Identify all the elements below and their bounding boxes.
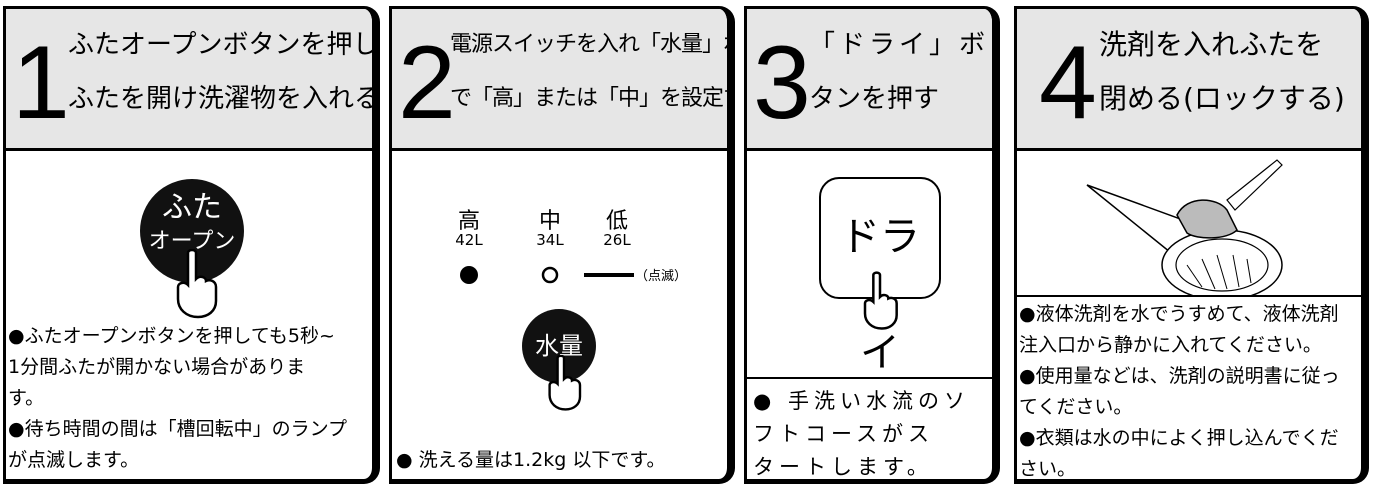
pouring-detergent-illustration [1086,159,1283,295]
step-title-line1: 洗剤を入れふたを [1099,28,1324,61]
step-number: 4 [1039,25,1097,141]
level-lamps [460,266,634,284]
step-1-notes: ●ふたオープンボタンを押しても5秒~ 1分間ふたが開かない場合がありま す。 ●… [8,325,348,471]
pointing-hand-icon [548,355,582,411]
level-low-volume: 26L [603,231,631,249]
step-4-header: 4 洗剤を入れふたを 閉める(ロックする) [1017,9,1361,151]
pointing-hand-icon [176,249,218,319]
step-2-note: ● 洗える量は1.2kg 以下です。 [396,449,666,471]
divider [1017,295,1361,297]
water-level-button: 水量 [522,309,596,383]
step-title-line1: 電源スイッチを入れ「水量」ボタン [450,32,727,57]
step-1-header: 1 ふたオープンボタンを押し、 ふたを開け洗濯物を入れる [6,9,372,151]
step-title-line2: タンを押す [809,84,940,114]
level-mid-label: 中 [538,209,561,234]
step-3-panel: 3 「ドライ」ボ タンを押す ドライ ● 手洗い水流のソ フトコースがス タート… [744,6,1000,484]
step-2-header: 2 電源スイッチを入れ「水量」ボタン で「高」または「中」を設定する [392,9,727,151]
step-4-notes: ●液体洗剤を水でうすめて、液体洗剤 注入口から静かに入れてください。 ●使用量な… [1019,303,1340,480]
step-number: 3 [753,25,811,141]
dry-button: ドライ [819,177,941,376]
step-number: 1 [12,25,70,141]
step-title-line1: 「ドライ」ボ [809,30,990,60]
lid-open-label1: ふた [162,190,222,225]
step-title-line2: ふたを開け洗濯物を入れる [68,84,380,114]
step-1-panel: 1 ふたオープンボタンを押し、 ふたを開け洗濯物を入れる ふた オープン ●ふた… [3,6,380,484]
level-high-volume: 42L [455,231,483,249]
step-2-panel: 2 電源スイッチを入れ「水量」ボタン で「高」または「中」を設定する 高 42L… [389,6,735,484]
step-title-line2: で「高」または「中」を設定する [450,86,735,111]
step-3-notes: ● 手洗い水流のソ フトコースがス タートします。 [753,389,970,479]
level-low-label: 低 [605,209,628,234]
level-mid-volume: 34L [536,231,564,249]
step-title-line2: 閉める(ロックする) [1099,82,1345,115]
blink-indicator-line [584,273,634,277]
level-high-label: 高 [457,209,480,234]
step-3-header: 3 「ドライ」ボ タンを押す [747,9,992,151]
blink-label: （点滅） [635,269,688,284]
pointing-hand-icon [863,271,898,330]
lamp-high-lit-icon [460,266,478,284]
step-title-line1: ふたオープンボタンを押し、 [68,30,380,60]
step-number: 2 [398,25,456,141]
divider [747,377,992,379]
lamp-mid-off-icon [541,266,559,284]
step-4-panel: 4 洗剤を入れふたを 閉める(ロックする) ●液体洗剤を水でうすめて、液体洗剤 … [1014,6,1369,484]
